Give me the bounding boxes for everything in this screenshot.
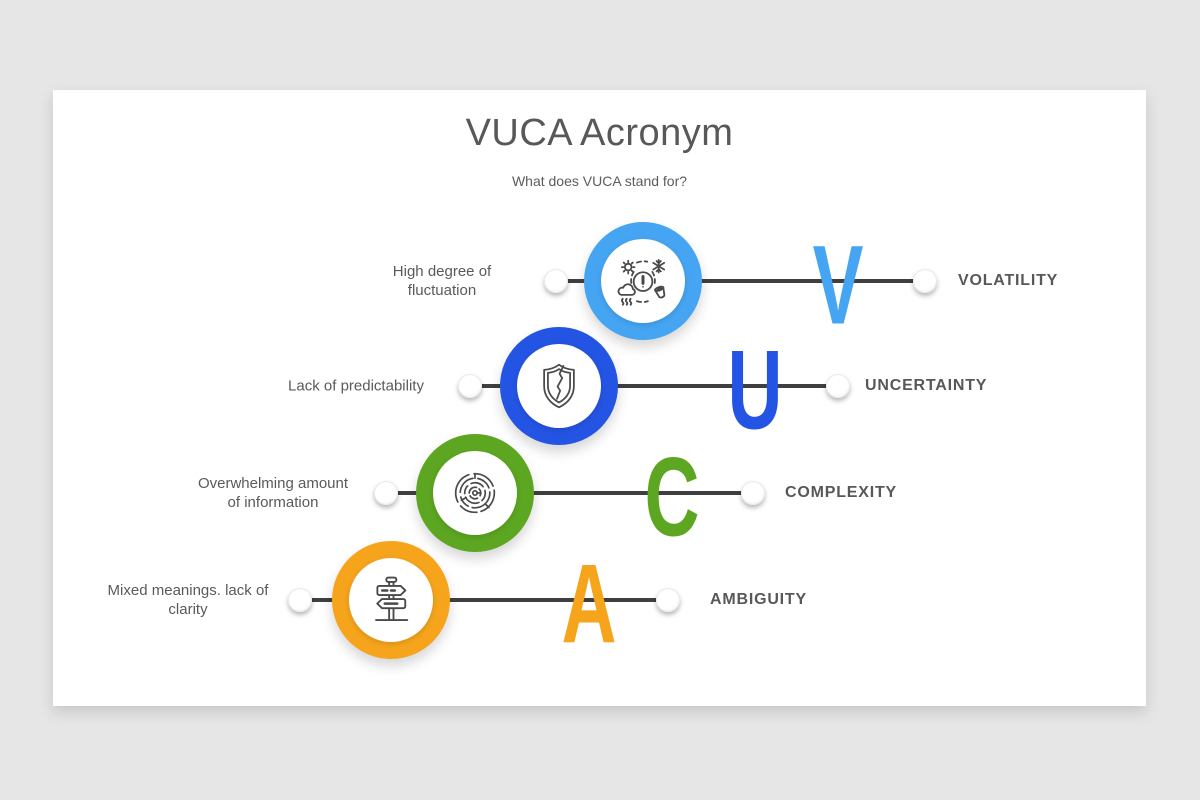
row-description-uncertainty: Lack of predictability bbox=[288, 377, 424, 395]
slide-card: VUCA Acronym What does VUCA stand for? V bbox=[53, 90, 1146, 706]
acronym-letter-v: V bbox=[812, 222, 864, 348]
broken-shield-icon bbox=[543, 363, 575, 409]
icon-circle-inner bbox=[517, 344, 601, 428]
row-uncertainty: U UNCERTAINTY Lack of predictability bbox=[53, 90, 1146, 706]
icon-circle-volatility bbox=[584, 222, 702, 340]
row-description-complexity: Overwhelming amount of information bbox=[197, 474, 349, 511]
connector-line bbox=[643, 279, 925, 283]
acronym-letter-u: U bbox=[727, 327, 783, 453]
slide-title: VUCA Acronym bbox=[465, 112, 734, 154]
row-description-volatility: High degree of fluctuation bbox=[392, 262, 492, 299]
icon-circle-inner bbox=[601, 239, 685, 323]
acronym-letter-c: C bbox=[644, 434, 700, 560]
row-label-complexity: COMPLEXITY bbox=[785, 484, 898, 501]
row-ambiguity: A bbox=[53, 90, 1146, 706]
slide-subtitle: What does VUCA stand for? bbox=[511, 173, 688, 189]
connector-dot bbox=[374, 481, 398, 505]
icon-circle-inner bbox=[349, 558, 433, 642]
signpost-icon bbox=[375, 576, 409, 621]
connector-dot bbox=[741, 481, 765, 505]
weather-volatility-icon bbox=[617, 258, 666, 306]
row-label-volatility: VOLATILITY bbox=[958, 272, 1059, 289]
icon-circle-complexity bbox=[416, 434, 534, 552]
connector-dot bbox=[656, 588, 680, 612]
maze-icon bbox=[454, 472, 496, 514]
acronym-letter-a: A bbox=[561, 541, 617, 667]
connector-dot bbox=[544, 269, 568, 293]
icon-circle-ambiguity bbox=[332, 541, 450, 659]
connector-dot bbox=[913, 269, 937, 293]
icon-circle-inner bbox=[433, 451, 517, 535]
connector-dot bbox=[288, 588, 312, 612]
row-label-uncertainty: UNCERTAINTY bbox=[865, 377, 988, 394]
row-description-ambiguity: Mixed meanings. lack of clarity bbox=[107, 581, 269, 618]
connector-dot bbox=[826, 374, 850, 398]
row-complexity: C bbox=[53, 90, 1146, 706]
row-volatility: V bbox=[53, 90, 1146, 706]
connector-dot bbox=[458, 374, 482, 398]
connector-line bbox=[559, 384, 838, 388]
row-label-ambiguity: AMBIGUITY bbox=[710, 591, 807, 608]
connector-line bbox=[475, 491, 753, 495]
connector-line bbox=[391, 598, 668, 602]
icon-circle-uncertainty bbox=[500, 327, 618, 445]
